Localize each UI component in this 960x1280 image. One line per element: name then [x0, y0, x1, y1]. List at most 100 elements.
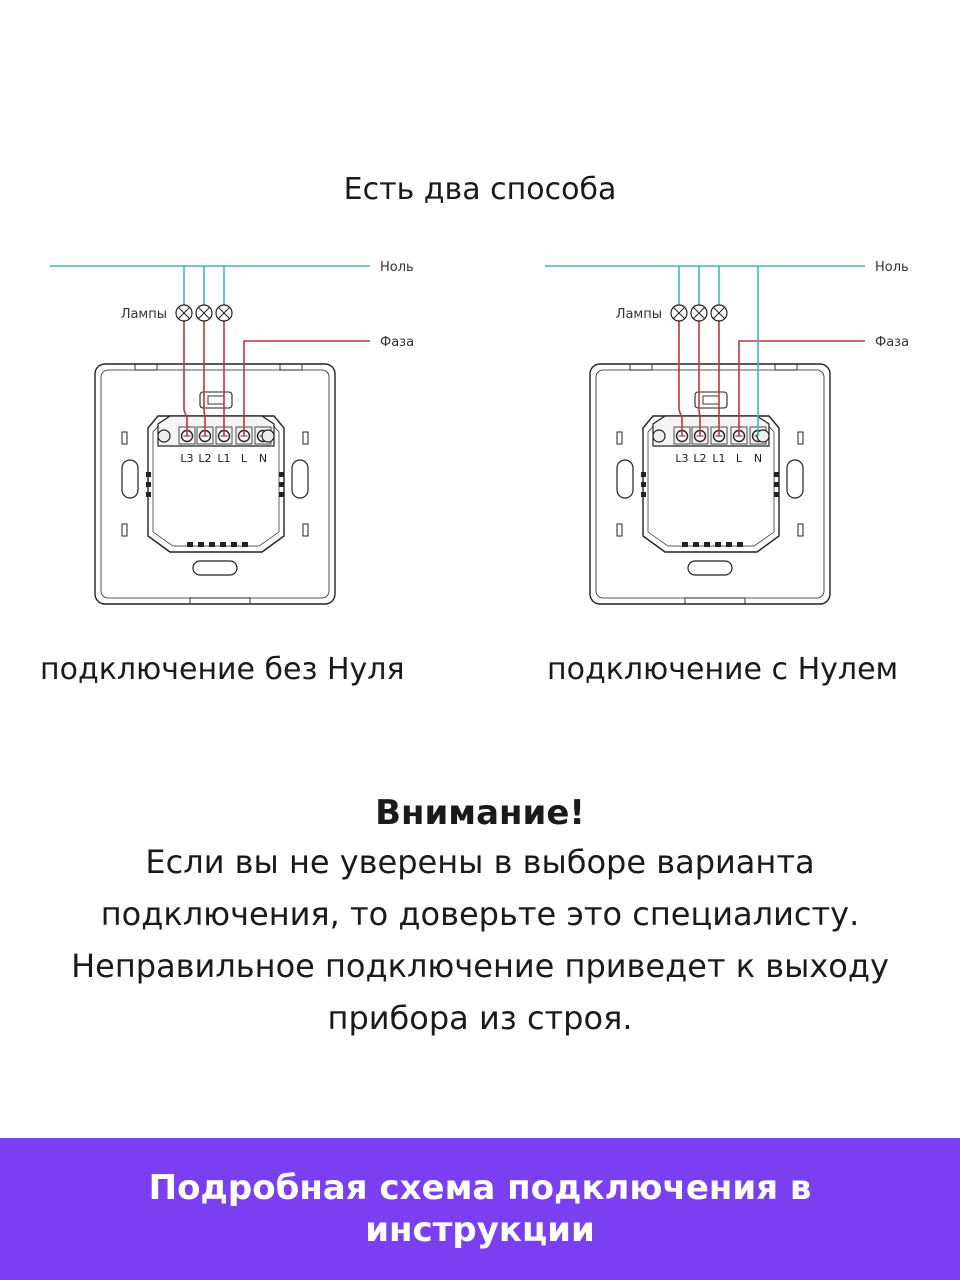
lamps-label: Лампы [121, 307, 167, 322]
terminal-label: L [241, 452, 248, 465]
warning-line: прибора из строя. [327, 999, 633, 1037]
mounting-hole [291, 459, 309, 499]
bottom-pin [220, 542, 226, 547]
warning-line: подключения, то доверьте это специалисту… [100, 895, 860, 933]
neutral-label: Ноль [875, 260, 909, 275]
warning-title: Внимание! [375, 793, 585, 833]
bottom-pin [682, 542, 688, 547]
lamp-cross [178, 307, 190, 319]
mounting-hole [192, 560, 238, 576]
lamp-output-wire [698, 321, 701, 436]
mounting-hole [687, 560, 733, 576]
banner-text: Подробная схема подключения в [148, 1168, 812, 1208]
mounting-hole [616, 459, 634, 499]
switch-module-body [147, 415, 285, 553]
bottom-pin [187, 542, 193, 547]
lamp-output-wire [203, 321, 206, 436]
terminal-label: L [736, 452, 743, 465]
plate-slot [121, 523, 128, 537]
plate-slot [797, 431, 804, 445]
module-top-tab-slot [207, 395, 225, 405]
side-contact [279, 482, 284, 487]
lamp-cross [713, 307, 725, 319]
side-contact [279, 472, 284, 477]
lamp-cross [673, 307, 685, 319]
terminal-label: L3 [180, 452, 193, 465]
side-contact [774, 492, 779, 497]
terminal-label: L2 [693, 452, 706, 465]
caption-without-neutral: подключение без Нуля [40, 652, 405, 687]
side-contact [146, 472, 151, 477]
bottom-pin [231, 542, 237, 547]
phase-wire [243, 340, 370, 436]
mounting-hole [121, 459, 139, 499]
plate-clip [134, 363, 158, 371]
side-contact [146, 492, 151, 497]
banner-text: инструкции [365, 1210, 595, 1250]
module-top-tab [694, 391, 728, 409]
plate-clip [774, 363, 798, 371]
phase-wire [738, 340, 865, 436]
caption-with-neutral: подключение с Нулем [547, 652, 899, 687]
plate-clip [279, 363, 303, 371]
terminal-side-screw [261, 429, 275, 443]
side-contact [641, 482, 646, 487]
terminal-side-screw [157, 429, 171, 443]
lamp-output-wire [678, 321, 683, 436]
plate-clip [629, 363, 653, 371]
warning-line: Неправильное подключение приведет к выхо… [71, 947, 889, 985]
terminal-side-screw [756, 429, 770, 443]
bottom-pin [726, 542, 732, 547]
warning-block: Внимание! Если вы не уверены в выборе ва… [0, 790, 960, 1044]
warning-line: Если вы не уверены в выборе варианта [145, 843, 815, 881]
plate-slot [121, 431, 128, 445]
lamp-cross [198, 307, 210, 319]
switch-plate-outline [94, 363, 336, 605]
lamp-cross [693, 307, 705, 319]
bottom-pin [704, 542, 710, 547]
side-contact [641, 492, 646, 497]
side-contact [279, 492, 284, 497]
side-contact [641, 472, 646, 477]
bottom-pin [715, 542, 721, 547]
bottom-pin [737, 542, 743, 547]
switch-plate-outline [589, 363, 831, 605]
phase-label: Фаза [875, 335, 909, 350]
terminal-label: L2 [198, 452, 211, 465]
lamp-output-wire [183, 321, 188, 436]
terminal-label: L1 [712, 452, 725, 465]
bottom-pin [198, 542, 204, 547]
lamps-label: Лампы [616, 307, 662, 322]
terminal-label: L1 [217, 452, 230, 465]
bottom-pin [693, 542, 699, 547]
module-top-tab [199, 391, 233, 409]
terminal-label: N [259, 452, 267, 465]
page-title: Есть два способа [343, 172, 617, 207]
bottom-pin [242, 542, 248, 547]
plate-slot [616, 523, 623, 537]
side-contact [774, 482, 779, 487]
module-top-tab-slot [702, 395, 720, 405]
phase-label: Фаза [380, 335, 414, 350]
mounting-hole [786, 459, 804, 499]
plate-bottom-clip [189, 597, 251, 604]
side-contact [774, 472, 779, 477]
plate-slot [302, 431, 309, 445]
plate-slot [302, 523, 309, 537]
terminal-side-screw [652, 429, 666, 443]
terminal-label: L3 [675, 452, 688, 465]
neutral-label: Ноль [380, 260, 414, 275]
plate-slot [797, 523, 804, 537]
terminal-label: N [754, 452, 762, 465]
plate-slot [616, 431, 623, 445]
side-contact [146, 482, 151, 487]
instruction-banner: Подробная схема подключения в инструкции [0, 1138, 960, 1280]
plate-bottom-clip [684, 597, 746, 604]
bottom-pin [209, 542, 215, 547]
switch-module-body [642, 415, 780, 553]
lamp-cross [218, 307, 230, 319]
